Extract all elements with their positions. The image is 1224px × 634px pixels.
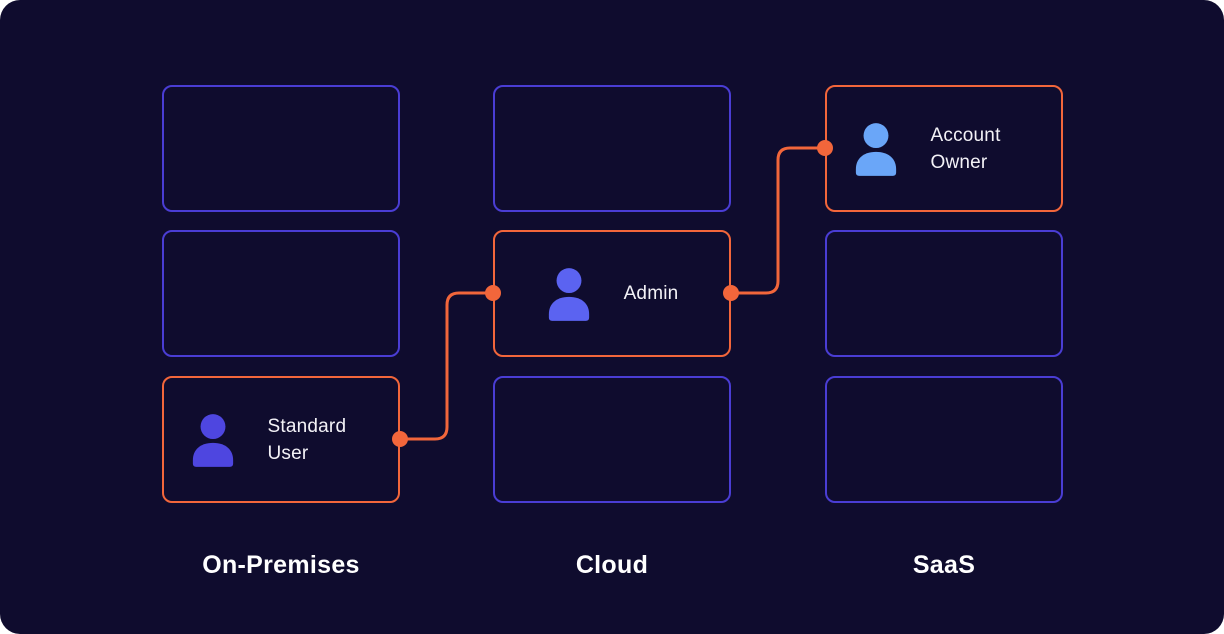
connector-standard-user-to-admin — [400, 291, 493, 441]
column-label-on-premises: On-Premises — [202, 551, 360, 579]
node-label: Account Owner — [930, 124, 1001, 173]
column-label-saas: SaaS — [912, 551, 976, 579]
empty-node-box-onprem-2 — [162, 230, 400, 357]
empty-node-box-saas-2 — [825, 230, 1063, 357]
node-account-owner: Account Owner — [825, 85, 1063, 212]
user-icon — [190, 413, 236, 467]
empty-node-box-cloud-1 — [493, 85, 731, 212]
connector-admin-to-account-owner — [731, 146, 825, 295]
empty-node-box-saas-3 — [825, 376, 1063, 503]
node-label: Admin — [623, 283, 679, 304]
empty-node-box-onprem-1 — [162, 85, 400, 212]
empty-node-box-cloud-3 — [493, 376, 731, 503]
node-admin: Admin — [493, 230, 731, 357]
column-label-cloud: Cloud — [575, 551, 649, 579]
user-icon — [546, 267, 592, 321]
node-label: Standard User — [267, 415, 347, 464]
user-icon — [853, 122, 899, 176]
node-standard-user: Standard User — [162, 376, 400, 503]
